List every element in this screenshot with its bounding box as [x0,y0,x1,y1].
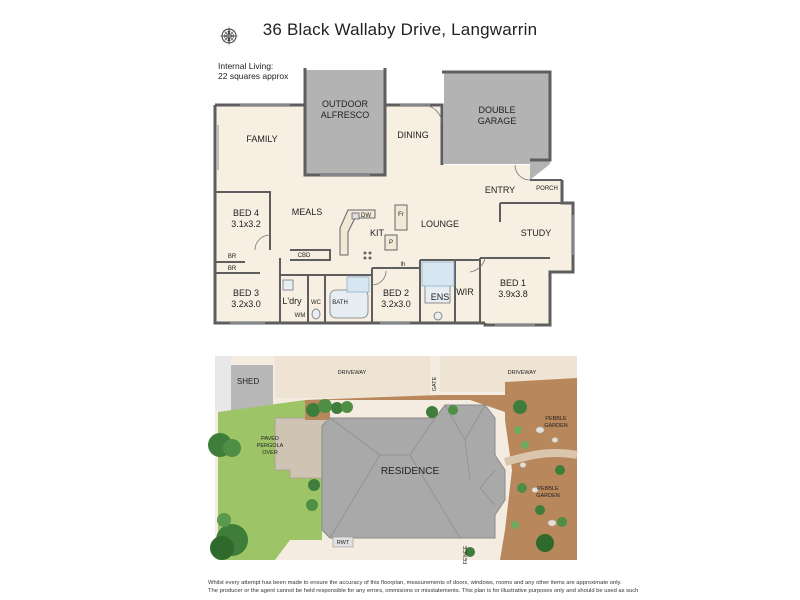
double-garage-label-1: DOUBLE [478,105,515,115]
fence-label: FENCE [463,545,469,564]
outdoor-alfresco-area [305,70,385,175]
bed1-label: BED 1 [500,278,526,288]
garden-path [503,449,578,466]
garden-rocks [519,426,559,527]
porch-label: PORCH [536,186,558,192]
pebble-garden-bottom-2: GARDEN [536,493,560,499]
bed2-label: BED 2 [383,288,409,298]
entry-label: ENTRY [485,185,515,195]
br-label-bottom: BR [228,266,237,272]
wm-label: WM [295,313,306,319]
wc-label: WC [311,300,322,306]
garage-corner-area [530,160,550,180]
laundry-label: L'dry [282,296,302,306]
kit-label: KIT [370,228,385,238]
garden-bed-top [305,395,505,420]
bed1-size: 3.9x3.8 [498,289,528,299]
internal-living-note: Internal Living: 22 squares approx [218,61,288,81]
bed3-size: 3.2x3.0 [231,299,261,309]
residence-label: RESIDENCE [381,466,440,477]
bed4-label: BED 4 [233,208,259,218]
fr-label: Fr [398,212,404,218]
double-garage-label-2: GARAGE [478,116,517,126]
double-garage-area [444,72,550,164]
study-label: STUDY [521,228,552,238]
rwt-label: RWT [337,540,350,546]
bed4-wall [215,191,271,250]
paved-pergola-label-3: OVER [262,450,278,456]
paved-pergola-label-2: PERGOLA [257,443,284,449]
internal-living-area: 22 squares approx [218,71,289,81]
bed4-size: 3.1x3.2 [231,219,261,229]
toilet [311,308,321,320]
stove [363,251,372,260]
ens-label: ENS [431,292,450,302]
disclaimer: Whilst every attempt has been made to en… [208,580,798,595]
cbd-label: CBD [298,253,311,259]
toilet-ens [433,311,443,321]
driveway-left [275,356,430,398]
bath-window-glass [346,276,370,293]
driveway-right-label: DRIVEWAY [508,370,537,376]
disclaimer-line-2: The producer or the agent cannot be held… [208,587,639,594]
pebble-garden-top-2: GARDEN [544,423,568,429]
outdoor-alfresco-label-2: ALFRESCO [321,110,370,120]
garage-wall [442,70,552,162]
disclaimer-line-1: Whilst every attempt has been made to en… [208,580,622,586]
lh-label: lh [401,262,406,268]
internal-living-label: Internal Living: [218,61,274,71]
rwt-tank [332,536,354,548]
shed-side [215,356,231,412]
p-label: P [389,240,393,246]
meals-label: MEALS [292,207,323,217]
plan-title: 36 Black Wallaby Drive, Langwarrin [262,20,538,39]
br-label-top: BR [228,254,237,260]
gate-label: GATE [432,376,438,391]
garden-bed-right [500,378,577,560]
pebble-garden-top-1: PEBBLE [545,416,567,422]
paved-pergola-label-1: PAVED [261,436,279,442]
driveway-left-label: DRIVEWAY [338,370,367,376]
bed2-size: 3.2x3.0 [381,299,411,309]
pebble-garden-bottom-1: PEBBLE [537,486,559,492]
residence-roof [321,404,506,539]
ens-shower-glass [421,261,455,287]
kitchen-bench [339,204,408,256]
shrubs [208,399,567,560]
cbd-wall [290,249,331,261]
bed3-label: BED 3 [233,288,259,298]
family-label: FAMILY [246,134,277,144]
kitchen-sink [351,212,360,220]
compass-icon [219,26,239,46]
lounge-label: LOUNGE [421,219,459,229]
outdoor-alfresco-label-1: OUTDOOR [322,99,368,109]
shed-label: SHED [237,377,259,386]
dw-label: DW [361,213,371,219]
dining-label: DINING [397,130,429,140]
laundry-trough [282,279,294,291]
wir-label: WIR [456,287,474,297]
bath-label: BATH [332,300,348,306]
